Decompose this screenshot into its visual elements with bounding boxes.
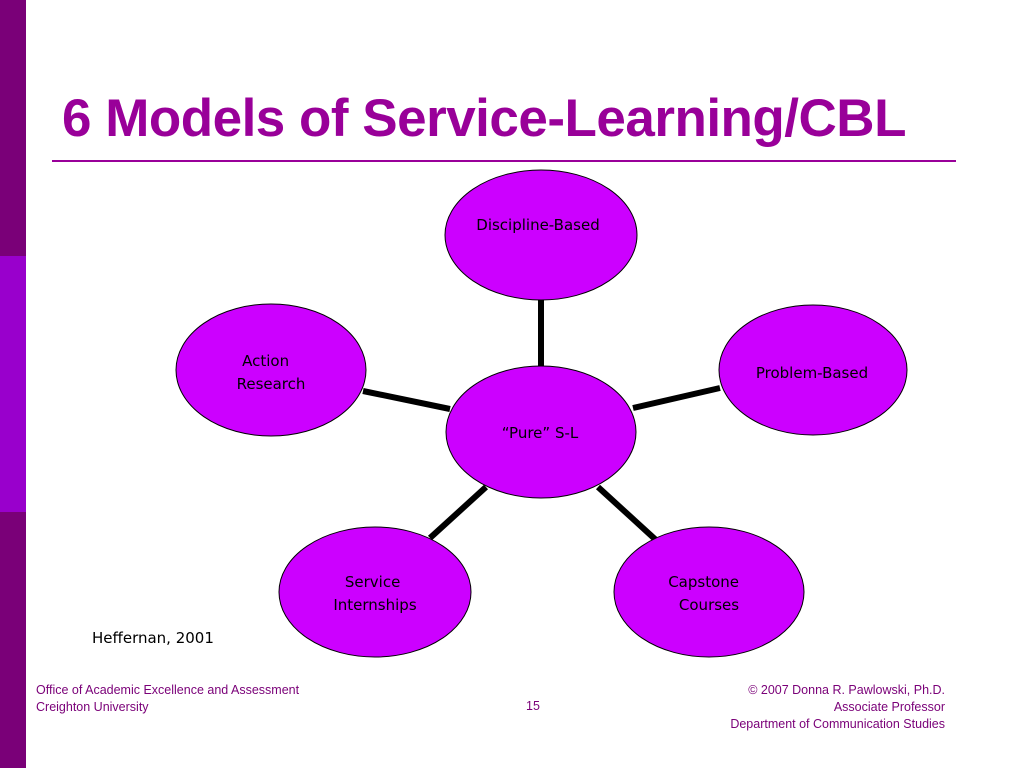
connector-action <box>362 388 451 412</box>
node-center-label: “Pure” S-L <box>502 424 579 442</box>
side-bar-top <box>0 0 26 256</box>
node-discipline: Discipline-Based <box>444 169 638 301</box>
footer-copyright: © 2007 Donna R. Pawlowski, Ph.D. <box>748 683 945 697</box>
connector-problem <box>632 385 721 411</box>
title-underline <box>52 160 956 162</box>
node-capstone-line-2: Courses <box>679 596 739 614</box>
node-center: “Pure” S-L <box>445 365 637 499</box>
node-capstone: Capstone Courses <box>613 526 805 658</box>
node-capstone-shape <box>613 526 805 658</box>
node-internships-line-1: Service <box>345 573 400 591</box>
node-capstone-line-1: Capstone <box>668 573 739 591</box>
footer-left: Office of Academic Excellence and Assess… <box>36 682 299 716</box>
node-action-shape <box>175 303 367 437</box>
node-internships-line-2: Internships <box>333 596 416 614</box>
node-internships-shape <box>278 526 472 658</box>
node-action-label: Action Research <box>237 352 306 393</box>
node-capstone-label: Capstone Courses <box>668 573 744 614</box>
slide-title: 6 Models of Service-Learning/CBL <box>62 89 906 148</box>
page-number: 15 <box>526 699 540 713</box>
node-action: Action Research <box>175 303 367 437</box>
node-action-line-1: Action <box>242 352 289 370</box>
node-problem-label: Problem-Based <box>756 364 868 382</box>
node-internships: Service Internships <box>278 526 472 658</box>
node-internships-label: Service Internships <box>333 573 416 614</box>
side-bar-middle <box>0 256 26 512</box>
node-problem: Problem-Based <box>718 304 908 436</box>
node-center-shape <box>445 365 637 499</box>
citation: Heffernan, 2001 <box>92 629 214 647</box>
node-discipline-line-1: Discipline-Based <box>476 216 599 234</box>
footer-department: Department of Communication Studies <box>730 717 945 731</box>
connector-capstone <box>595 484 659 543</box>
footer-office: Office of Academic Excellence and Assess… <box>36 683 300 697</box>
footer-right: © 2007 Donna R. Pawlowski, Ph.D. Associa… <box>730 682 945 733</box>
node-center-line-1: “Pure” S-L <box>502 424 579 442</box>
connector-internships <box>427 484 489 541</box>
footer-university: Creighton University <box>36 700 149 714</box>
connectors <box>362 300 721 543</box>
node-problem-shape <box>718 304 908 436</box>
footer-position: Associate Professor <box>833 700 945 714</box>
side-bar-bottom <box>0 512 26 768</box>
node-discipline-shape <box>444 169 638 301</box>
node-action-line-2: Research <box>237 375 306 393</box>
node-discipline-label: Discipline-Based <box>476 216 599 234</box>
node-problem-line-1: Problem-Based <box>756 364 868 382</box>
